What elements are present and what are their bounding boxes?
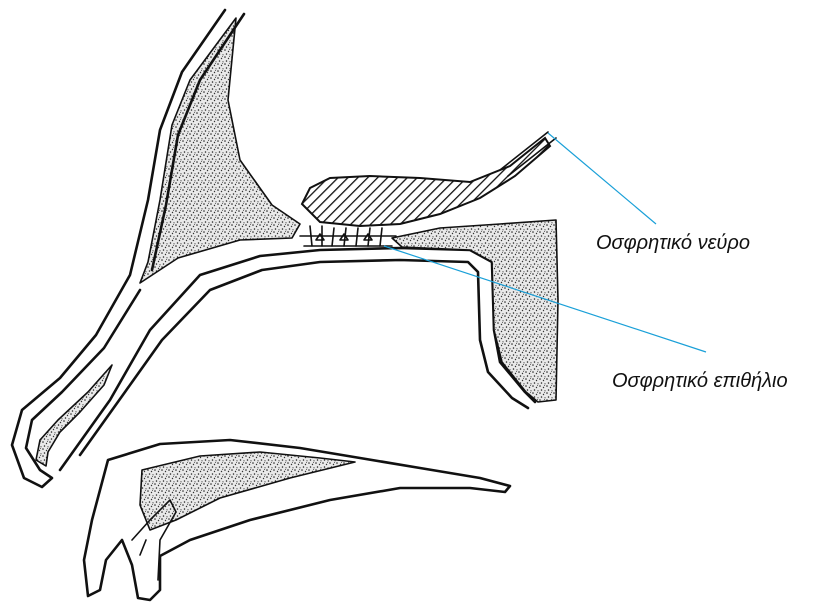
nasal-cavity-roof: [60, 248, 535, 470]
posterior-bone: [392, 220, 558, 402]
nasal-cavity-roof-inner: [80, 260, 528, 455]
olfactory-epithelium-label: Οσφρητικό επιθήλιο: [612, 370, 788, 393]
nasal-bone: [140, 18, 300, 283]
olfactory-bulb: [302, 138, 550, 226]
olfactory-epithelium-cells: [300, 226, 396, 246]
olfactory-nerve-label: Οσφρητικό νεύρο: [596, 232, 750, 255]
leader-olfactory-nerve: [548, 133, 656, 224]
